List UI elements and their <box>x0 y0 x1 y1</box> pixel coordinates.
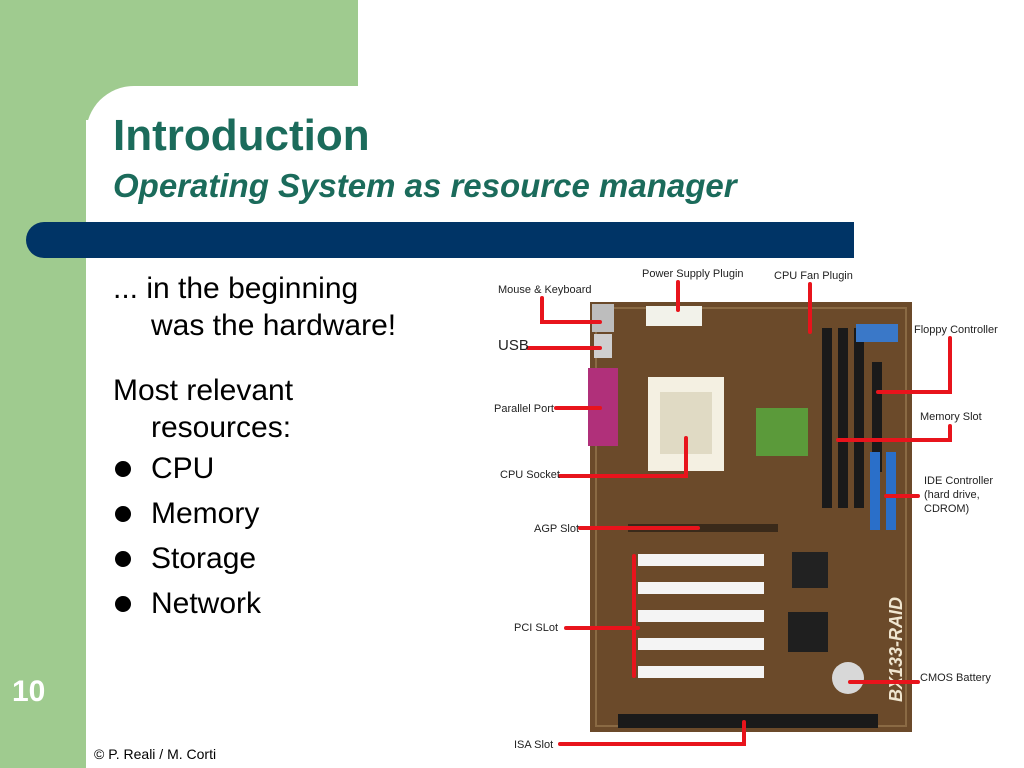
pointer-lines <box>526 280 952 746</box>
pointer-memory-slot <box>836 424 952 442</box>
memory-slot <box>872 362 882 472</box>
slide-body: ... in the beginning was the hardware! M… <box>113 270 463 626</box>
memory-slot <box>854 328 864 508</box>
pci-slot <box>638 610 764 622</box>
list-item: Storage <box>113 536 463 581</box>
list-item: Network <box>113 581 463 626</box>
agp-slot <box>628 524 778 532</box>
list-item-label: Storage <box>151 542 257 575</box>
chip <box>792 552 828 588</box>
label-memory-slot: Memory Slot <box>920 411 982 423</box>
list-item-label: CPU <box>151 452 215 485</box>
label-mouse-keyboard: Mouse & Keyboard <box>498 284 592 296</box>
ide-connector <box>886 452 896 530</box>
label-cmos-battery: CMOS Battery <box>920 672 991 684</box>
resources-line-2: resources: <box>151 411 292 444</box>
chipset-heatsink <box>756 408 808 456</box>
pointer-floppy <box>876 336 952 394</box>
pci-slot <box>638 638 764 650</box>
label-cpu-fan: CPU Fan Plugin <box>774 270 853 282</box>
pci-slot <box>638 666 764 678</box>
background-green-band-left <box>0 0 86 768</box>
slide-subtitle: Operating System as resource manager <box>113 167 737 204</box>
footer-credit: © P. Reali / M. Corti <box>94 746 217 762</box>
cmos-battery <box>832 662 864 694</box>
pointer-isa <box>558 720 746 746</box>
label-cpu-socket: CPU Socket <box>500 469 560 481</box>
label-ide-3: CDROM) <box>924 503 969 515</box>
floppy-connector <box>856 324 898 342</box>
intro-line-1: ... in the beginning <box>113 272 359 305</box>
list-item: CPU <box>113 446 463 491</box>
bullet-icon <box>115 596 131 612</box>
intro-line-2: was the hardware! <box>151 309 397 342</box>
bullet-icon <box>115 461 131 477</box>
label-ide-1: IDE Controller <box>924 475 993 487</box>
list-item-label: Memory <box>151 497 260 530</box>
resource-list: CPU Memory Storage Network <box>113 446 463 626</box>
label-parallel-port: Parallel Port <box>494 403 554 415</box>
memory-slot <box>822 328 832 508</box>
usb-port <box>594 334 612 358</box>
list-item-label: Network <box>151 587 262 620</box>
slide-title: Introduction <box>113 111 370 160</box>
isa-slot <box>618 714 878 728</box>
power-supply-connector <box>646 306 702 326</box>
label-ide-2: (hard drive, <box>924 489 980 501</box>
resources-line-1: Most relevant <box>113 374 294 407</box>
label-agp-slot: AGP Slot <box>534 523 579 535</box>
pointer-mouse-keyboard <box>540 296 602 324</box>
label-pci-slot: PCI SLot <box>514 622 558 634</box>
label-usb: USB <box>498 337 529 354</box>
pci-slot <box>638 582 764 594</box>
board-marking: BX133-RAID <box>886 597 906 702</box>
bullet-icon <box>115 506 131 522</box>
ide-connector <box>870 452 880 530</box>
motherboard-figure: BX133-RAID Power Supply Plugin CPU Fan P… <box>488 262 1012 762</box>
mouse-keyboard-port <box>592 304 614 332</box>
pci-slot <box>638 554 764 566</box>
label-isa-slot: ISA Slot <box>514 739 553 751</box>
bullet-icon <box>115 551 131 567</box>
memory-slot <box>838 328 848 508</box>
chip <box>788 612 828 652</box>
list-item: Memory <box>113 491 463 536</box>
pointer-cpu-socket <box>558 436 688 478</box>
resources-paragraph: Most relevant resources: <box>113 372 463 446</box>
label-floppy: Floppy Controller <box>914 324 998 336</box>
motherboard-diagram: BX133-RAID Power Supply Plugin CPU Fan P… <box>494 268 998 751</box>
intro-paragraph: ... in the beginning was the hardware! <box>113 270 463 344</box>
label-power-supply: Power Supply Plugin <box>642 268 744 280</box>
slide-number: 10 <box>12 675 46 708</box>
title-underline-bar <box>26 222 854 258</box>
